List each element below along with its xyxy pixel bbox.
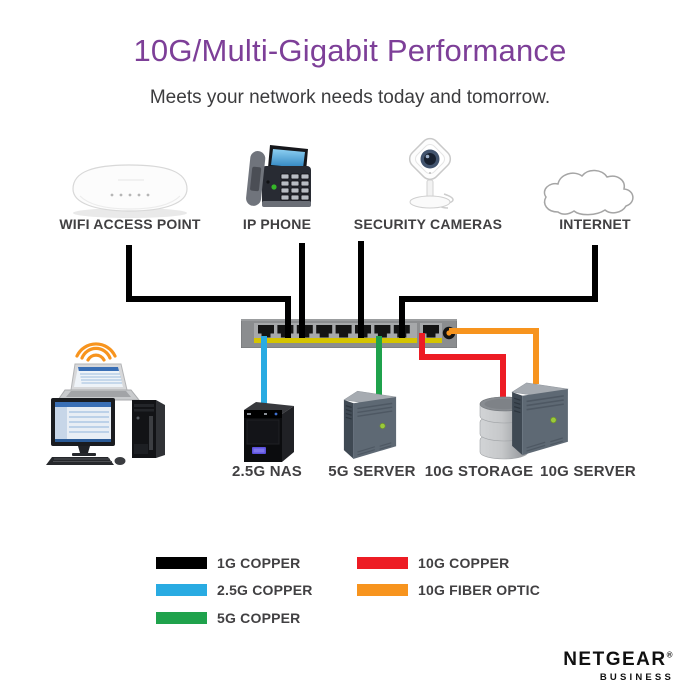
cable-1g-wap-drop xyxy=(285,296,291,338)
brand-division: BUSINESS xyxy=(599,672,674,683)
legend-label-5g: 5G COPPER xyxy=(217,610,301,626)
wifi-access-point-icon xyxy=(72,164,188,218)
nas-icon xyxy=(244,402,294,462)
brand-name: NETGEAR® xyxy=(563,649,674,670)
cable-1g-wap-horizontal xyxy=(126,296,291,302)
cloud-icon xyxy=(543,169,634,216)
desktop-pc-icon xyxy=(46,398,165,465)
page-title: 10G/Multi-Gigabit Performance xyxy=(133,33,567,68)
ip-phone-icon xyxy=(246,145,311,207)
server-tower-5g-icon xyxy=(343,390,397,459)
registered-mark: ® xyxy=(666,650,674,660)
device-label-5g-server: 5G SERVER xyxy=(328,463,416,480)
device-label-wifi-access-point: WIFI ACCESS POINT xyxy=(59,216,201,232)
cable-10g-fiber-drop xyxy=(533,328,539,384)
cable-10g-fiber-horizontal xyxy=(449,328,539,334)
wireless-laptop-icon xyxy=(57,342,141,401)
netgear-logo: NETGEAR® BUSINESS xyxy=(563,650,674,683)
server-tower-10g-icon xyxy=(511,382,569,456)
wifi-arcs-icon xyxy=(75,342,117,362)
cable-10g-copper-drop xyxy=(500,354,506,402)
device-label-10g-server: 10G SERVER xyxy=(540,463,636,480)
legend-swatch-10g-copper xyxy=(357,557,408,569)
device-label-10g-storage: 10G STORAGE xyxy=(424,463,534,480)
cable-1g-internet-drop xyxy=(399,296,405,338)
cable-10g-copper-vertical1 xyxy=(419,333,425,360)
cable-1g-phone xyxy=(299,243,305,338)
legend-label-2-5g: 2.5G COPPER xyxy=(217,582,313,598)
cable-2-5g-nas xyxy=(261,336,267,406)
device-label-ip-phone: IP PHONE xyxy=(242,216,312,232)
legend-label-10g-copper: 10G COPPER xyxy=(418,555,510,571)
legend-swatch-1g xyxy=(156,557,207,569)
device-label-security-cameras: SECURITY CAMERAS xyxy=(353,216,503,232)
legend-swatch-5g xyxy=(156,612,207,624)
security-camera-icon xyxy=(408,137,454,209)
cable-5g-server xyxy=(376,336,382,396)
device-label-internet: INTERNET xyxy=(559,216,631,232)
cable-1g-wap-vertical xyxy=(126,245,132,299)
cable-1g-internet-vertical xyxy=(592,245,598,299)
cable-10g-copper-horizontal xyxy=(419,354,506,360)
legend-swatch-10g-fiber xyxy=(357,584,408,596)
cable-1g-internet-horizontal xyxy=(399,296,598,302)
network-switch xyxy=(241,319,457,348)
legend-label-10g-fiber: 10G FIBER OPTIC xyxy=(418,582,541,598)
cable-1g-camera xyxy=(358,241,364,338)
legend-swatch-2-5g xyxy=(156,584,207,596)
page-subtitle: Meets your network needs today and tomor… xyxy=(149,87,551,108)
device-label-nas: 2.5G NAS xyxy=(232,463,302,480)
legend-label-1g: 1G COPPER xyxy=(217,555,301,571)
